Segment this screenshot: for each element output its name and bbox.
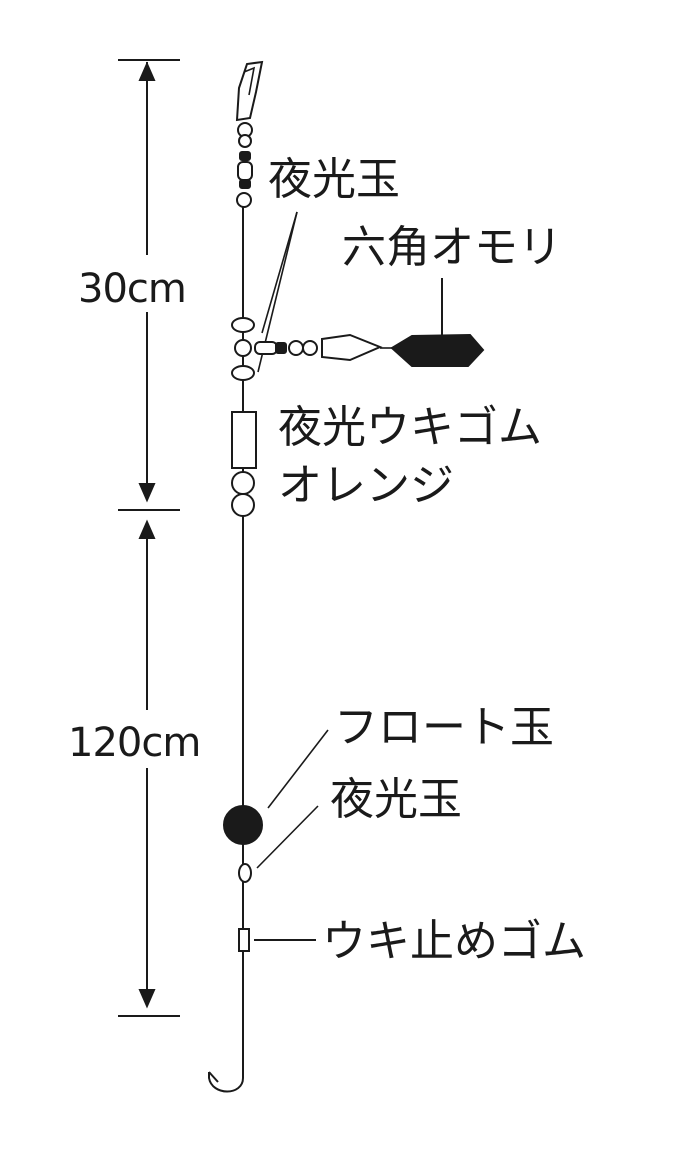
branch-swivel-icon [254, 341, 278, 355]
label-luminous-bead-top: 夜光玉 [268, 154, 400, 205]
branch-ring-icon [302, 340, 318, 356]
arrow-up-icon [138, 61, 156, 81]
bead-upper [231, 471, 255, 495]
branch-knot-icon [275, 342, 287, 354]
luminous-bead-lower [231, 365, 255, 381]
leader-line-luminous-bead-bottom [256, 805, 319, 869]
label-luminous-float-rubber: 夜光ウキゴム [278, 402, 542, 453]
branch-ring-icon [288, 340, 304, 356]
dimension-label-upper: 30cm [78, 266, 186, 312]
dimension-label-lower: 120cm [68, 720, 200, 766]
swivel-knot-icon [239, 179, 251, 189]
float-ball [223, 805, 263, 845]
leader-line-luminous-bead [261, 211, 298, 334]
arrow-down-icon [138, 483, 156, 503]
swivel-knot-icon [239, 151, 251, 161]
snap-ring-icon [238, 134, 252, 148]
label-float-ball: フロート玉 [334, 702, 554, 753]
snap-inner-wire [243, 66, 256, 96]
luminous-float-rubber [231, 411, 257, 469]
branch-ring-icon [234, 339, 252, 357]
label-hex-sinker: 六角オモリ [342, 222, 562, 273]
label-float-stopper-rubber: ウキ止めゴム [322, 916, 586, 967]
dimension-lower [118, 519, 180, 1017]
bead-lower [231, 493, 255, 517]
hook-icon [208, 1040, 244, 1093]
arrow-up-icon [138, 519, 156, 539]
leader-line-float-ball [267, 729, 329, 809]
label-luminous-float-rubber-color: オレンジ [278, 460, 454, 511]
hook-barb-icon [208, 1071, 219, 1083]
swivel-body-icon [237, 161, 253, 181]
snap-swivel-top [235, 60, 264, 208]
swivel-eye-ring-icon [236, 192, 252, 208]
dimension-upper [118, 59, 180, 511]
label-luminous-bead-bottom: 夜光玉 [330, 774, 462, 825]
hex-sinker-icon [390, 333, 485, 367]
sinker-snap-icon [321, 333, 383, 362]
luminous-bead-bottom [238, 863, 252, 883]
sinker-branch [234, 333, 485, 367]
luminous-bead-upper [231, 317, 255, 333]
float-stopper-rubber [238, 928, 250, 952]
arrow-down-icon [138, 989, 156, 1009]
